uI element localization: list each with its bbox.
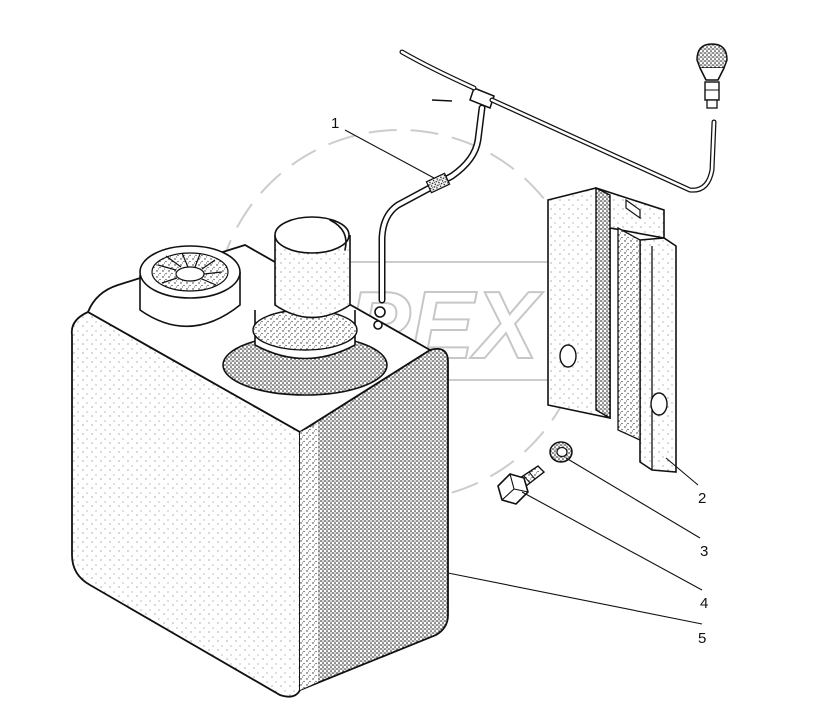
callout-2: 2 <box>698 490 706 507</box>
leader-2 <box>665 457 699 486</box>
callout-3: 3 <box>700 543 708 560</box>
leader-4 <box>521 491 703 591</box>
tank-side-face <box>299 347 449 692</box>
bracket-channel <box>595 186 611 420</box>
tank-front-face <box>70 310 301 698</box>
callout-4: 4 <box>700 595 708 612</box>
bolt <box>497 465 546 505</box>
mounting-bracket <box>547 186 677 473</box>
bracket-front-strap <box>639 237 677 473</box>
washer-nozzle <box>696 43 728 109</box>
callout-labels: 1 2 3 4 5 <box>331 115 708 647</box>
hose-clamp <box>425 172 451 194</box>
bracket-hole-upper <box>559 344 577 368</box>
hose-tee <box>469 87 495 109</box>
callout-1: 1 <box>331 115 339 132</box>
washer-pump <box>222 216 388 396</box>
leader-1 <box>344 129 435 179</box>
washer-hose <box>378 49 717 304</box>
lock-washer <box>549 441 573 463</box>
filler-cap <box>139 245 241 328</box>
callout-5: 5 <box>698 630 706 647</box>
leader-3 <box>565 457 701 539</box>
tank-corner-shading <box>300 424 318 690</box>
leader-lines <box>344 129 703 625</box>
bracket-hole-lower <box>650 392 668 416</box>
leader-5 <box>447 572 703 625</box>
